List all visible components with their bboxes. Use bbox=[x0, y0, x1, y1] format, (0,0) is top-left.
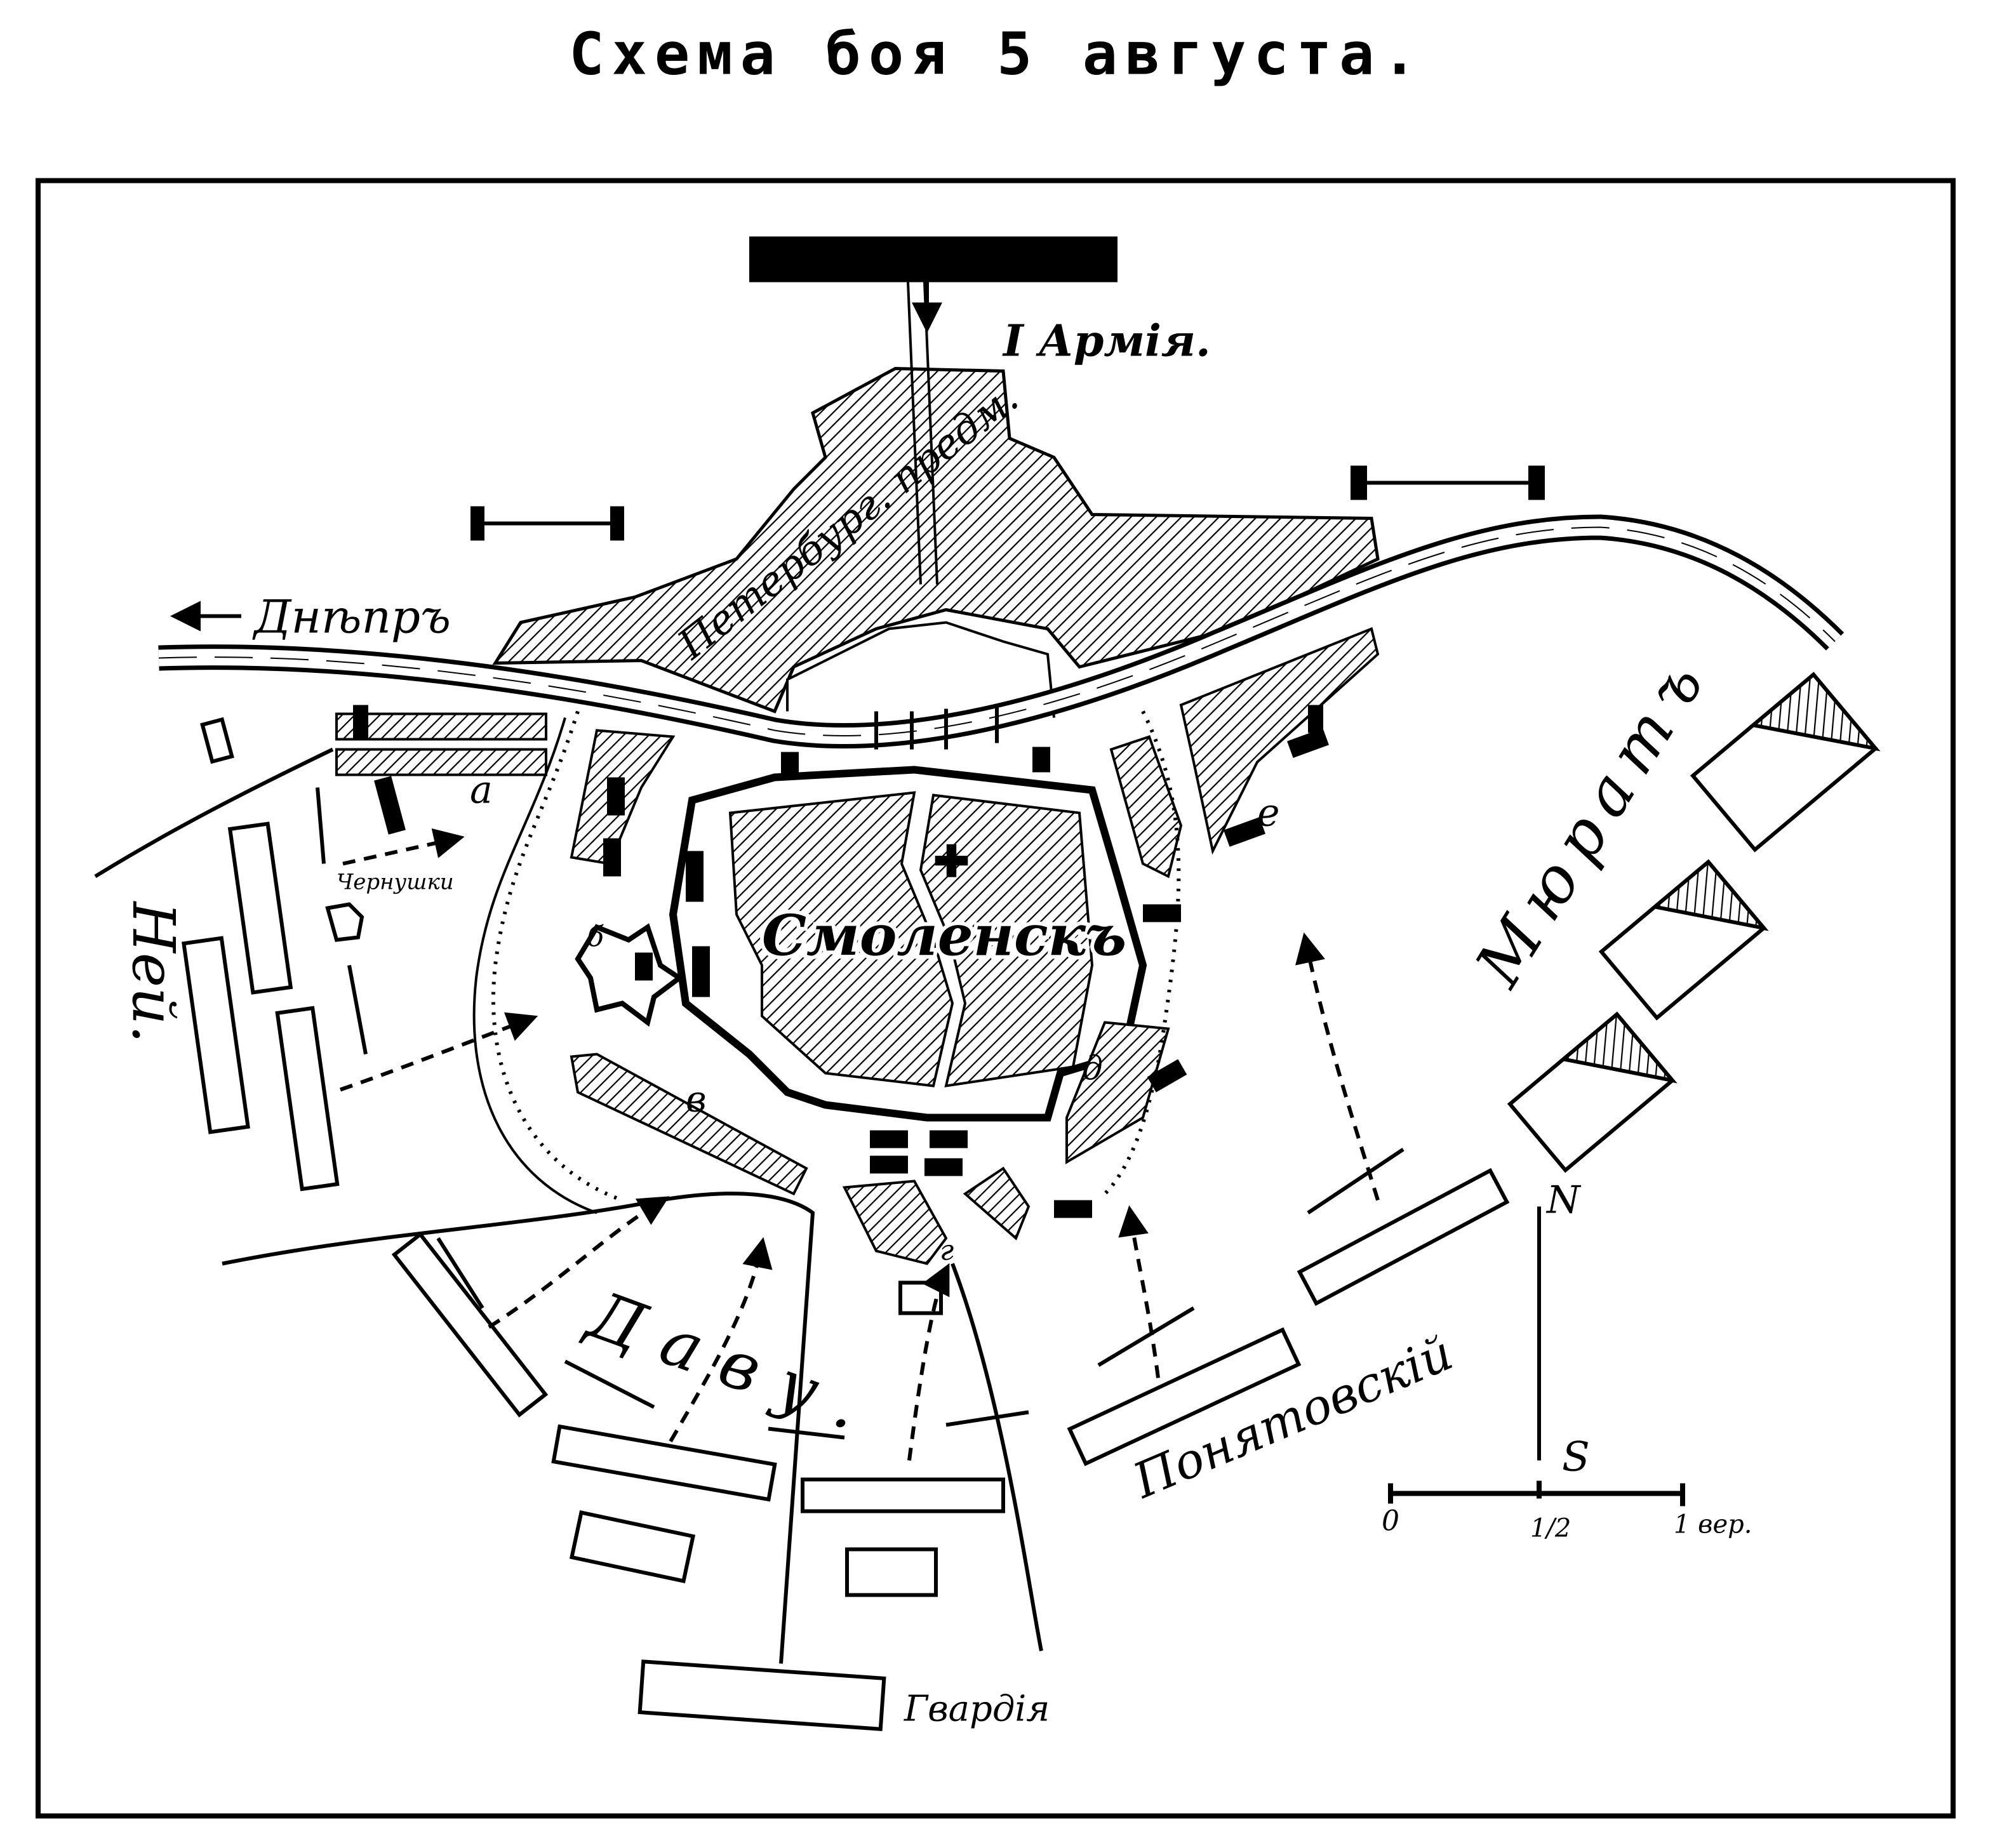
barracks-a2 bbox=[335, 748, 547, 776]
smolensk-city-east bbox=[919, 794, 1094, 1087]
ney-corps bbox=[182, 821, 340, 1192]
road-south-west bbox=[222, 1192, 815, 1664]
attack-arrows bbox=[340, 828, 1380, 1461]
suburb-south-east bbox=[963, 1166, 1031, 1240]
murat-cavalry bbox=[1507, 672, 1881, 1173]
compass-south: S bbox=[1562, 1434, 1590, 1481]
suburb-v bbox=[570, 1053, 808, 1196]
label-ney: Ней. bbox=[119, 901, 187, 1044]
point-b: б bbox=[587, 921, 604, 954]
compass-north: N bbox=[1545, 1178, 1582, 1223]
artillery-north-west bbox=[470, 506, 624, 541]
map-title: Схема боя 5 августа. bbox=[569, 20, 1425, 88]
davout-corps bbox=[391, 1232, 1005, 1731]
church-cross-icon: ✚ bbox=[933, 838, 970, 886]
label-village: Чернушки bbox=[337, 870, 454, 895]
point-a: а bbox=[470, 768, 493, 813]
russian-units bbox=[353, 705, 1329, 1218]
suburb-d bbox=[1065, 1021, 1170, 1164]
french-artillery bbox=[316, 787, 1405, 1440]
label-guard: Гвардія bbox=[904, 1689, 1050, 1730]
scale-zero: 0 bbox=[1382, 1505, 1399, 1538]
star-fort bbox=[575, 923, 684, 1027]
scale-half: 1/2 bbox=[1530, 1514, 1571, 1543]
scale-one: 1 вер. bbox=[1674, 1510, 1752, 1539]
first-army-block bbox=[749, 236, 1118, 283]
smolensk-city-west bbox=[728, 791, 954, 1087]
suburb-e bbox=[1179, 627, 1380, 855]
outpost-west bbox=[200, 717, 234, 764]
scale-bar: 0 1/2 1 вер. bbox=[1382, 1480, 1752, 1543]
label-first-army: I Армія. bbox=[1002, 316, 1211, 367]
point-v: в bbox=[686, 1079, 707, 1120]
barracks-a1 bbox=[335, 712, 547, 741]
point-d: д bbox=[1082, 1050, 1103, 1088]
village-chernushki-icon bbox=[325, 902, 364, 942]
road-north bbox=[907, 282, 938, 585]
label-city: Смоленскъ bbox=[762, 903, 1126, 969]
suburb-fortification bbox=[786, 621, 1055, 718]
poniatowski-corps bbox=[1067, 1167, 1510, 1466]
bridge bbox=[874, 705, 999, 750]
suburb-east-1 bbox=[1109, 735, 1183, 879]
artillery-north-east bbox=[1351, 465, 1545, 500]
point-g: г bbox=[940, 1235, 954, 1267]
road-west bbox=[94, 747, 334, 879]
label-river: Днѣпръ bbox=[252, 590, 451, 644]
compass: N S bbox=[1537, 1178, 1590, 1481]
suburb-g bbox=[842, 1180, 948, 1265]
road-south bbox=[951, 1263, 1043, 1652]
